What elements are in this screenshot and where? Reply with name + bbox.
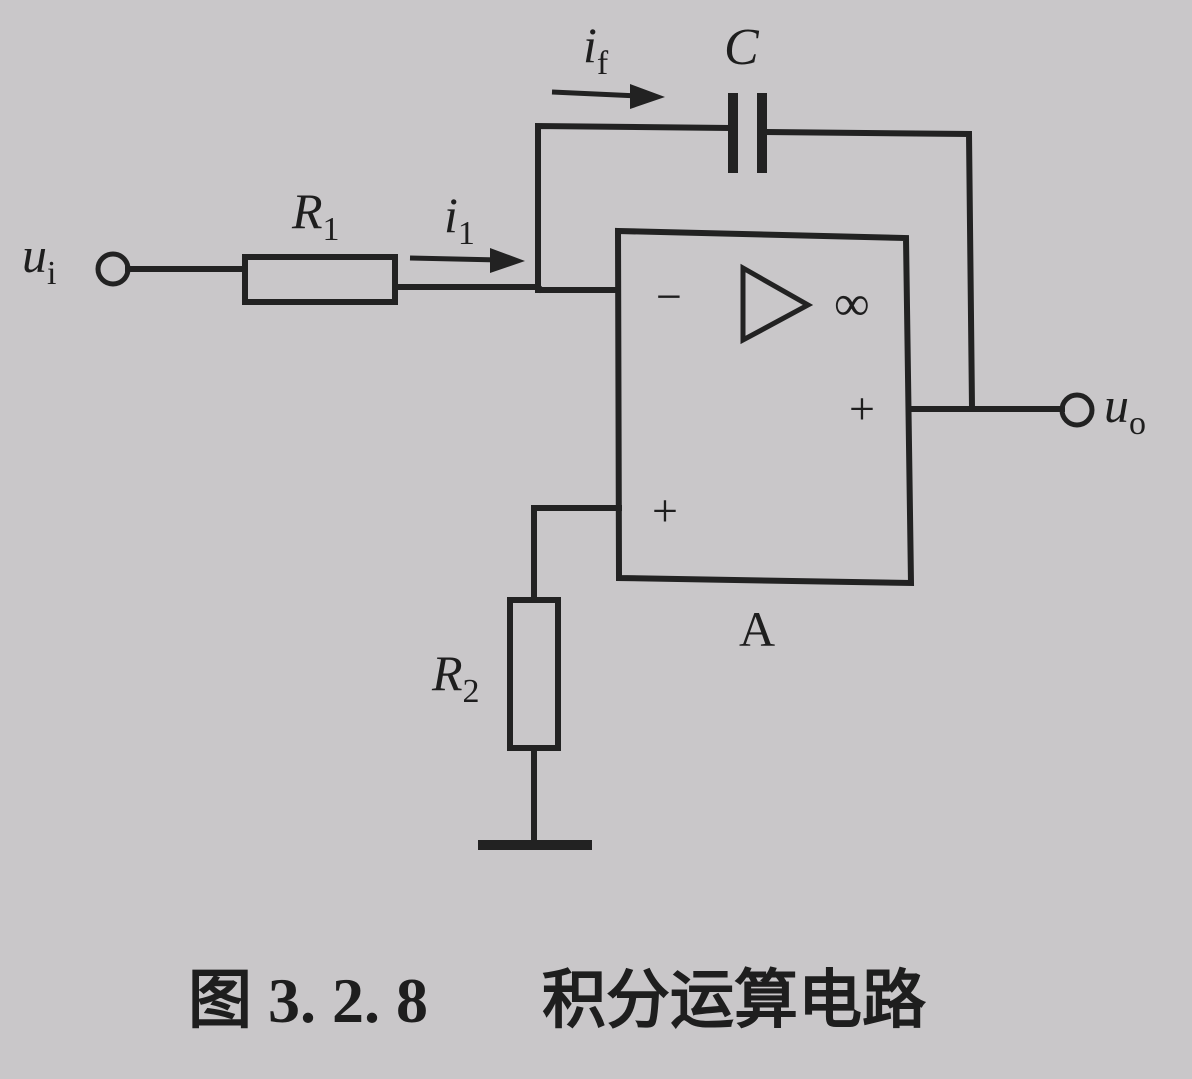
resistor-r2 (507, 597, 561, 751)
figure-title: 积分运算电路 (542, 965, 927, 1036)
output-sign: + (849, 383, 875, 434)
if-arrow-head (630, 84, 665, 109)
resistor-r1 (242, 254, 398, 305)
inverting-input-sign: − (656, 271, 682, 322)
wire-r1-node (392, 284, 545, 294)
input-terminal (95, 251, 131, 287)
output-voltage-label: uo (1104, 377, 1146, 442)
input-voltage-label: ui (22, 227, 56, 292)
amplifier-triangle-icon (740, 263, 814, 345)
non-inverting-input-sign: + (652, 485, 678, 536)
r2-label: R2 (431, 645, 480, 710)
if-arrow-shaft (551, 89, 641, 99)
output-terminal (1059, 392, 1095, 428)
i1-arrow-shaft (409, 255, 501, 263)
i1-label: i1 (444, 187, 475, 252)
wire-feedback-right (763, 128, 976, 412)
infinity-symbol: ∞ (834, 275, 870, 331)
if-label: if (583, 17, 609, 82)
r1-label: R1 (291, 183, 340, 248)
op-amp-label: A (739, 601, 775, 657)
wire-noninverting-r2 (531, 505, 622, 603)
i1-arrow-head (490, 248, 525, 273)
wire-feedback-left (535, 122, 732, 292)
capacitor-label: C (724, 19, 760, 76)
figure-number: 图 3. 2. 8 (188, 965, 428, 1036)
op-amp-body (614, 227, 915, 587)
